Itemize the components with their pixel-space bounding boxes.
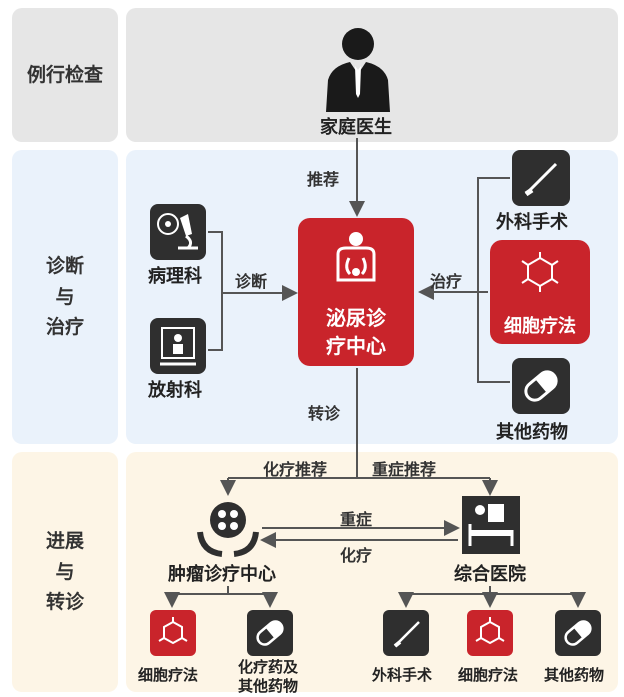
leaf-surgery-box [383,610,429,656]
microscope-icon [157,213,198,250]
leaf-cell-therapy-1-label: 细胞疗法 [138,666,199,684]
panel-progress [126,452,618,692]
pill-icon [524,370,558,402]
row-label-diagnosis: 诊断 与 治疗 [12,150,118,444]
molecule-icon [475,617,505,645]
edge-severe: 重症 [340,510,373,529]
leaf-surgery-label: 外科手术 [372,666,433,684]
pill-icon [256,620,284,646]
leaf-chemo-drugs-box [247,610,293,656]
molecule-icon [158,617,188,645]
row-label-progress: 进展 与 转诊 [12,452,118,692]
urology-icon [336,232,376,282]
edge-treat: 治疗 [430,272,463,291]
radiology-box [150,318,206,374]
surgery-box [512,150,570,206]
edge-chemo-recommend: 化疗推荐 [263,460,328,479]
edge-recommend: 推荐 [307,170,340,189]
other-drugs-box [512,358,570,414]
edge-transfer: 转诊 [308,404,341,423]
tumor-center-label: 肿瘤诊疗中心 [168,564,276,585]
leaf-cell-therapy-2-box [467,610,513,656]
pill-icon [564,620,592,646]
surgery-label: 外科手术 [496,212,568,233]
edge-severe-recommend: 重症推荐 [372,460,437,479]
cell-therapy-box: 细胞疗法 [490,240,590,344]
molecule-icon [521,252,559,292]
doctor-icon [326,28,390,112]
leaf-chemo-drugs-label-line2: 其他药物 [238,677,299,695]
pathology-box [150,204,206,260]
scalpel-icon [393,621,420,648]
leaf-cell-therapy-1-box [150,610,196,656]
tumor-center-icon [197,502,259,557]
urology-label-line1: 泌尿诊 [326,306,386,330]
edge-diagnose: 诊断 [235,272,268,291]
hospital-bed-icon [462,496,520,554]
general-hospital-label: 综合医院 [454,564,526,585]
leaf-chemo-drugs-label-line1: 化疗药及 [238,658,299,676]
pathology-label: 病理科 [148,266,202,287]
scalpel-icon [524,162,558,197]
leaf-other-drugs-box [555,610,601,656]
other-drugs-label: 其他药物 [496,422,568,443]
radiology-label: 放射科 [148,380,202,401]
edge-chemo: 化疗 [340,546,373,565]
cell-therapy-label: 细胞疗法 [504,316,576,337]
row-label-routine: 例行检查 [12,8,118,142]
family-doctor-label: 家庭医生 [320,117,392,138]
urology-center-box: 泌尿诊 疗中心 [298,218,414,366]
urology-label-line2: 疗中心 [326,334,386,358]
leaf-other-drugs-label: 其他药物 [544,666,605,684]
leaf-cell-therapy-2-label: 细胞疗法 [458,666,519,684]
xray-icon [160,327,196,366]
